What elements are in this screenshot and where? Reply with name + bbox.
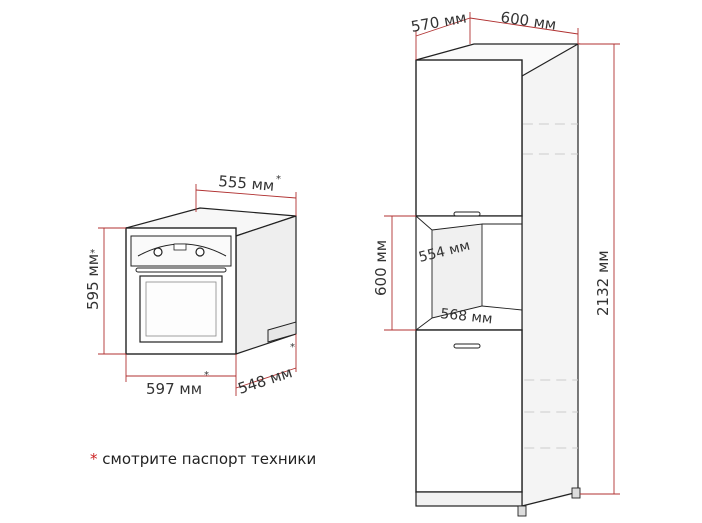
footnote-text: смотрите паспорт техники bbox=[102, 450, 317, 468]
cabinet-leg-icon bbox=[571, 487, 581, 499]
dim-line-oven-548 bbox=[235, 367, 297, 389]
oven-front-width-asterisk: * bbox=[204, 370, 209, 381]
oven-display-icon bbox=[173, 243, 187, 251]
cabinet-depth-label: 570 мм bbox=[410, 8, 468, 35]
cabinet-leg-icon bbox=[517, 505, 527, 517]
oven-door-inner bbox=[145, 281, 217, 337]
oven-width-label: 555 мм bbox=[218, 172, 275, 195]
oven-door-handle-icon bbox=[135, 267, 227, 273]
footnote-asterisk: * bbox=[90, 450, 98, 468]
tall-cabinet-drawing bbox=[415, 43, 581, 517]
cabinet-upper-door bbox=[415, 59, 523, 217]
oven-knob-left-icon bbox=[153, 247, 163, 257]
cabinet-lower-door bbox=[415, 329, 523, 493]
oven-depth-asterisk: * bbox=[290, 342, 295, 353]
cabinet-lower-handle-icon bbox=[453, 343, 481, 349]
dim-line-cabinet-570 bbox=[415, 17, 471, 37]
oven-height-label: 595 мм bbox=[84, 254, 102, 310]
oven-dimensions bbox=[98, 184, 297, 396]
oven-door-window bbox=[139, 275, 223, 343]
oven-height-asterisk: * bbox=[90, 248, 95, 259]
cabinet-niche-height-label: 600 мм bbox=[372, 240, 390, 296]
cabinet-total-height-label: 2132 мм bbox=[594, 250, 612, 316]
oven-control-panel bbox=[130, 235, 232, 267]
cabinet-width-label: 600 мм bbox=[499, 8, 557, 34]
oven-width-asterisk: * bbox=[276, 174, 281, 185]
cabinet-plinth bbox=[415, 491, 523, 507]
cabinet-niche-width-label: 568 мм bbox=[440, 306, 494, 327]
oven-front-width-label: 597 мм bbox=[146, 380, 202, 398]
dim-line-oven-555 bbox=[195, 189, 297, 199]
footnote: * смотрите паспорт техники bbox=[90, 450, 316, 468]
cabinet-upper-handle-icon bbox=[453, 211, 481, 217]
oven-knob-right-icon bbox=[195, 247, 205, 257]
oven-depth-label: 548 мм bbox=[236, 363, 295, 397]
oven-drawing bbox=[125, 207, 297, 355]
cabinet-dimensions bbox=[384, 12, 620, 495]
dim-line-cabinet-600w bbox=[469, 17, 579, 35]
cabinet-niche-back bbox=[431, 223, 483, 319]
